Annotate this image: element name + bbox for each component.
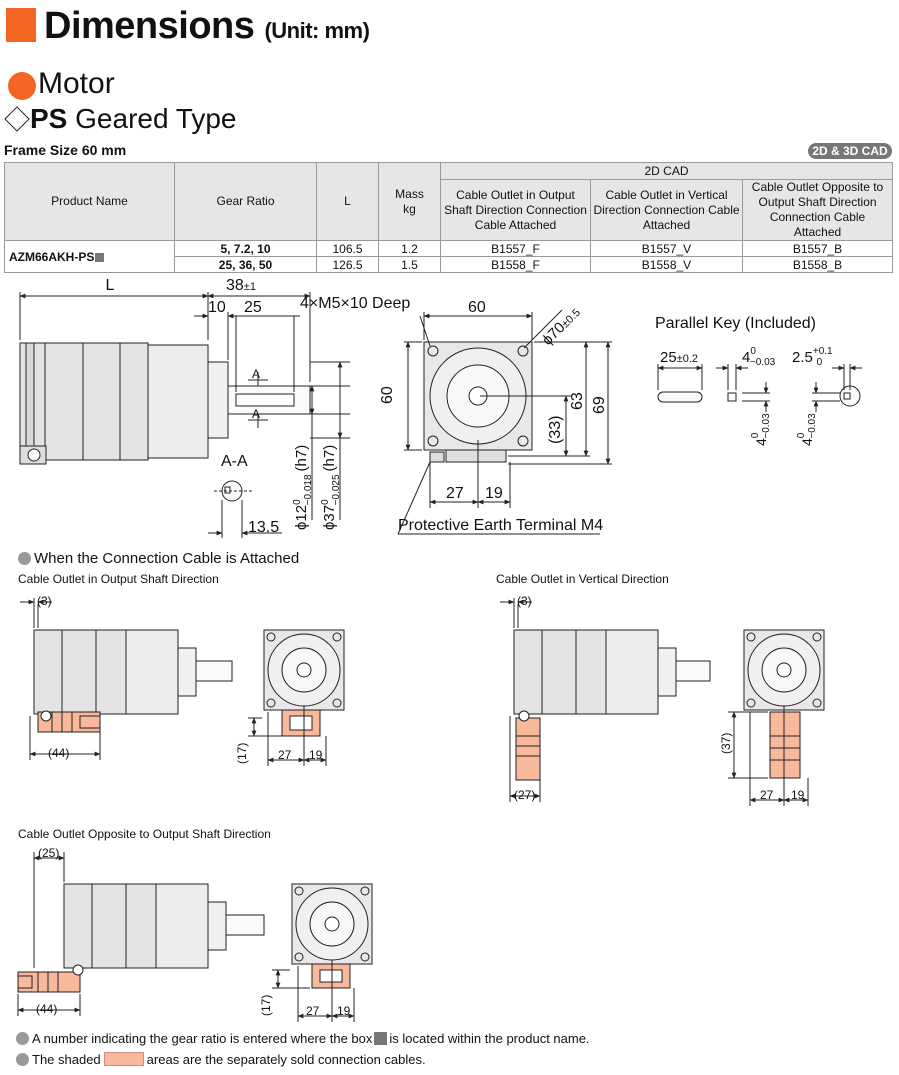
- cable-opposite-d17: (17): [259, 995, 273, 1016]
- svg-text:40−0.03: 40−0.03: [750, 413, 772, 446]
- key-side-1: 40−0.03: [750, 413, 772, 446]
- cad-link[interactable]: B1558_V: [590, 256, 743, 273]
- note-gear-ratio: A number indicating the gear ratio is en…: [16, 1031, 590, 1046]
- shaded-swatch: [103, 1052, 144, 1066]
- key-side-2: 40−0.03: [796, 413, 818, 446]
- cable-output-label: Cable Outlet in Output Shaft Direction: [18, 572, 219, 586]
- product-name-cell: AZM66AKH-PS: [4, 240, 175, 273]
- shaft-diameter: ϕ120−0.018(h7): [292, 445, 314, 530]
- cable-vertical-d37: (37): [719, 733, 733, 754]
- cable-output-d19: 19: [309, 748, 323, 762]
- pe-terminal-label: Protective Earth Terminal M4: [398, 517, 603, 534]
- col-cad-vertical: Cable Outlet in Vertical Direction Conne…: [590, 179, 743, 241]
- cable-heading: When the Connection Cable is Attached: [18, 550, 299, 567]
- cable-vertical-d27: 27: [760, 788, 774, 802]
- bullet-icon: [16, 1053, 29, 1066]
- cable-output-d3: (3): [37, 594, 52, 608]
- section-mark-a: A: [252, 367, 260, 381]
- page-title: Dimensions (Unit: mm): [44, 5, 370, 47]
- section-title: Motor: [38, 67, 115, 100]
- dim-60-top: 60: [468, 299, 486, 316]
- dim-19: 19: [485, 485, 503, 502]
- motor-side-view: [19, 342, 311, 465]
- cable-output-d17: (17): [235, 743, 249, 764]
- cable-output-d27: 27: [278, 748, 292, 762]
- cable-opposite-d27: 27: [306, 1004, 320, 1018]
- cable-vertical-d3: (3): [517, 594, 532, 608]
- gear-ratio-box-icon: [95, 252, 105, 262]
- mounting-holes: 4×M5×10 Deep: [300, 295, 410, 312]
- cable-output-d44: (44): [48, 746, 69, 760]
- cable-vertical-front-view: [743, 629, 825, 779]
- dim-L: L: [106, 277, 115, 294]
- cad-link[interactable]: B1558_F: [440, 256, 591, 273]
- bullet-icon: [18, 552, 31, 565]
- title-square-icon: [6, 8, 36, 42]
- key-length: 25±0.2: [660, 349, 698, 366]
- col-cad-output: Cable Outlet in Output Shaft Direction C…: [440, 179, 591, 241]
- section-mark-a: A: [252, 407, 260, 421]
- pilot-diameter: ϕ370−0.025(h7): [320, 445, 342, 530]
- cable-output-side-view: [33, 629, 233, 733]
- frame-size: Frame Size 60 mm: [4, 142, 127, 158]
- unit-label: (Unit: mm): [264, 18, 370, 43]
- gear-ratio-box-icon: [374, 1032, 388, 1045]
- bullet-icon: [16, 1032, 29, 1045]
- cable-opposite-front-view: [291, 883, 373, 989]
- table-row: 25, 36, 50 126.5 1.5 B1558_F B1558_V B15…: [5, 256, 894, 273]
- cad-badge[interactable]: 2D & 3D CAD: [808, 143, 892, 159]
- dim-25: 25: [244, 299, 262, 316]
- cable-vertical-side-view: [513, 629, 711, 781]
- length-cell: 126.5: [316, 256, 379, 273]
- parallel-key-drawing: [657, 385, 861, 407]
- dim-27: 27: [446, 485, 464, 502]
- type-title: PS Geared Type: [30, 103, 237, 134]
- dim-38: 38±1: [226, 277, 256, 294]
- cable-vertical-d19: 19: [791, 788, 805, 802]
- dim-33: (33): [547, 416, 564, 444]
- cable-opposite-d19: 19: [337, 1004, 351, 1018]
- key-width: 40−0.03: [742, 346, 776, 368]
- cable-output-front-view: [263, 629, 345, 737]
- col-length: L: [316, 162, 379, 241]
- cable-opposite-d44: (44): [36, 1002, 57, 1016]
- svg-text:ϕ120−0.018(h7): ϕ120−0.018(h7): [292, 445, 314, 530]
- cable-opposite-d25: (25): [38, 846, 59, 860]
- dim-13-5: 13.5: [248, 519, 279, 536]
- dim-63: 63: [569, 392, 586, 410]
- col-product-name: Product Name: [4, 162, 175, 241]
- svg-text:ϕ370−0.025(h7): ϕ370−0.025(h7): [320, 445, 342, 530]
- cable-opposite-side-view: [17, 883, 265, 993]
- svg-text:40−0.03: 40−0.03: [796, 413, 818, 446]
- dim-60-side: 60: [379, 386, 396, 404]
- motor-dot-icon: [8, 72, 36, 100]
- parallel-key-title: Parallel Key (Included): [655, 315, 816, 332]
- cable-opposite-label: Cable Outlet Opposite to Output Shaft Di…: [18, 827, 271, 841]
- dim-10: 10: [208, 299, 226, 316]
- cable-vertical-label: Cable Outlet in Vertical Direction: [496, 572, 669, 586]
- col-cad-opposite: Cable Outlet Opposite to Output Shaft Di…: [741, 179, 894, 241]
- cable-vertical-d27p: (27): [514, 788, 535, 802]
- cad-link[interactable]: B1558_B: [741, 256, 894, 273]
- section-a-a: A-A: [221, 453, 248, 470]
- dim-69: 69: [591, 396, 608, 414]
